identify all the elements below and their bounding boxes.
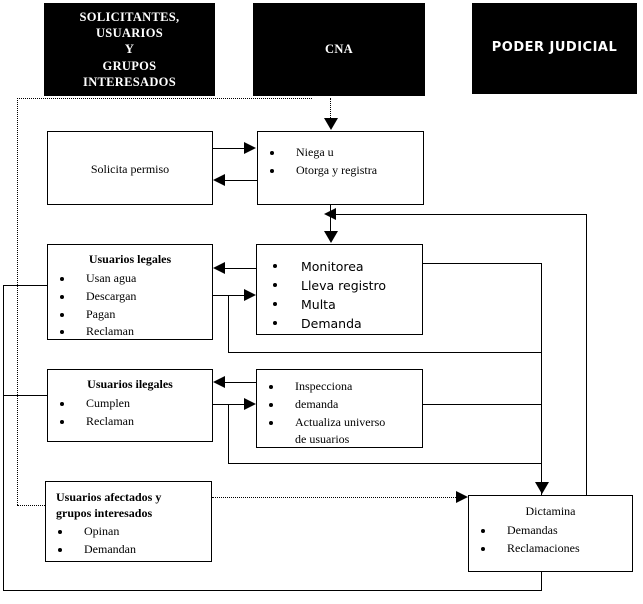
box-solicita-permiso[interactable]: Solicita permiso bbox=[47, 131, 213, 205]
connector-bottom-return-horizontal bbox=[3, 590, 541, 591]
connector-return-into-legales bbox=[3, 285, 84, 286]
connector-inspecciona-to-ilegales bbox=[225, 382, 256, 383]
arrowhead-down-into-niega bbox=[324, 118, 338, 130]
header-cna: CNA bbox=[253, 3, 425, 96]
arrowhead-right-into-monitorea bbox=[244, 289, 256, 301]
header-solicitantes-label: SOLICITANTES, USUARIOS Y GRUPOS INTERESA… bbox=[80, 9, 180, 90]
box-usuarios-legales-title: Usuarios legales bbox=[88, 252, 172, 266]
list-item: Descargan bbox=[48, 288, 212, 306]
list-item: Usan agua bbox=[48, 270, 212, 288]
list-item: Cumplen bbox=[48, 395, 212, 413]
header-line: SOLICITANTES, bbox=[79, 9, 180, 24]
connector-solicita-to-niega bbox=[213, 148, 244, 149]
connector-left-return-vertical bbox=[3, 285, 4, 590]
list-item: Opinan bbox=[46, 523, 211, 541]
box-niega-otorga[interactable]: Niega u Otorga y registra bbox=[257, 131, 424, 205]
box-dictamina-title: Dictamina bbox=[525, 504, 576, 518]
header-line: INTERESADOS bbox=[83, 74, 176, 89]
connector-ilegales-bus-vertical bbox=[228, 404, 229, 463]
header-line: USUARIOS bbox=[95, 26, 163, 41]
connector-monitorea-to-legales bbox=[225, 268, 256, 269]
box-usuarios-legales[interactable]: Usuarios legales Usan agua Descargan Pag… bbox=[47, 244, 213, 340]
list-item: Multa bbox=[257, 295, 422, 314]
box-monitorea[interactable]: Monitorea Lleva registro Multa Demanda bbox=[256, 244, 423, 335]
header-cna-label: CNA bbox=[325, 42, 353, 57]
list-item: Demanda bbox=[257, 314, 422, 333]
list-item: Niega u bbox=[258, 144, 423, 162]
connector-right-bus-vertical bbox=[586, 214, 587, 495]
box-usuarios-ilegales-title: Usuarios ilegales bbox=[87, 377, 173, 391]
box-inspecciona[interactable]: Inspecciona demanda Actualiza universo d… bbox=[256, 369, 423, 448]
arrowhead-right-into-inspecciona bbox=[244, 398, 256, 410]
connector-niega-to-solicita bbox=[225, 180, 257, 181]
list-item: demanda bbox=[257, 396, 422, 414]
connector-ilegales-bus-horizontal bbox=[228, 463, 542, 464]
arrowhead-left-into-legales bbox=[213, 262, 225, 274]
connector-return-into-ilegales bbox=[3, 395, 84, 396]
list-item: Otorga y registra bbox=[258, 162, 423, 180]
box-usuarios-ilegales-list: Cumplen Reclaman bbox=[48, 395, 212, 431]
list-item: Lleva registro bbox=[257, 276, 422, 295]
list-item: Demandas bbox=[469, 522, 632, 540]
box-usuarios-ilegales[interactable]: Usuarios ilegales Cumplen Reclaman bbox=[47, 369, 213, 442]
connector-inspecciona-right-out bbox=[423, 404, 542, 405]
arrowhead-left-into-ilegales bbox=[213, 376, 225, 388]
arrowhead-down-into-dictamina bbox=[535, 482, 549, 494]
list-item-continuation: de usuarios bbox=[295, 432, 350, 447]
list-item: Demandan bbox=[46, 541, 211, 559]
box-usuarios-afectados-title-line1: Usuarios afectados y bbox=[56, 490, 162, 504]
list-item: Pagan bbox=[48, 306, 212, 324]
dotted-connector-into-afectados bbox=[17, 505, 47, 506]
header-poder-judicial: PODER JUDICIAL bbox=[472, 3, 637, 94]
list-item: Actualiza universo bbox=[257, 414, 422, 432]
list-item: Reclaman bbox=[48, 413, 212, 431]
connector-right-bus-horizontal bbox=[336, 214, 586, 215]
box-usuarios-afectados[interactable]: Usuarios afectados y grupos interesados … bbox=[45, 481, 212, 562]
list-item: Inspecciona bbox=[257, 378, 422, 396]
dotted-connector-left-vertical bbox=[17, 98, 18, 505]
arrowhead-right-into-dictamina bbox=[456, 491, 468, 503]
connector-legales-bus-vertical bbox=[228, 295, 229, 352]
connector-legales-bus-horizontal bbox=[228, 352, 542, 353]
dotted-connector-afectados-to-dictamina bbox=[212, 497, 456, 498]
box-inspecciona-list: Inspecciona demanda Actualiza universo d… bbox=[257, 378, 422, 449]
header-line: GRUPOS bbox=[102, 58, 157, 73]
box-dictamina[interactable]: Dictamina Demandas Reclamaciones bbox=[468, 495, 633, 572]
box-usuarios-afectados-title-line2: grupos interesados bbox=[56, 505, 153, 520]
arrowhead-left-on-right-bus bbox=[324, 208, 336, 220]
arrowhead-down-into-monitorea bbox=[324, 231, 338, 243]
connector-monitorea-right-out bbox=[423, 263, 542, 264]
box-solicita-permiso-label: Solicita permiso bbox=[90, 162, 170, 176]
list-item: Reclaman bbox=[48, 323, 212, 341]
dotted-connector-top-horizontal bbox=[17, 98, 312, 99]
arrowhead-right-into-niega bbox=[244, 142, 256, 154]
header-solicitantes-usuarios-grupos: SOLICITANTES, USUARIOS Y GRUPOS INTERESA… bbox=[44, 3, 215, 96]
box-monitorea-list: Monitorea Lleva registro Multa Demanda bbox=[257, 257, 422, 333]
header-poder-judicial-label: PODER JUDICIAL bbox=[491, 40, 618, 56]
box-usuarios-legales-list: Usan agua Descargan Pagan Reclaman bbox=[48, 270, 212, 341]
list-item: Reclamaciones bbox=[469, 540, 632, 558]
connector-center-column-to-dictamina bbox=[541, 263, 542, 495]
header-line: Y bbox=[124, 42, 135, 57]
dotted-connector-cna-drop bbox=[330, 98, 331, 120]
box-dictamina-list: Demandas Reclamaciones bbox=[469, 522, 632, 558]
list-item: Monitorea bbox=[257, 257, 422, 276]
arrowhead-left-into-solicita bbox=[213, 174, 225, 186]
box-usuarios-afectados-list: Opinan Demandan bbox=[46, 523, 211, 559]
box-niega-otorga-list: Niega u Otorga y registra bbox=[258, 144, 423, 180]
connector-dictamina-bottom-vertical bbox=[541, 572, 542, 591]
